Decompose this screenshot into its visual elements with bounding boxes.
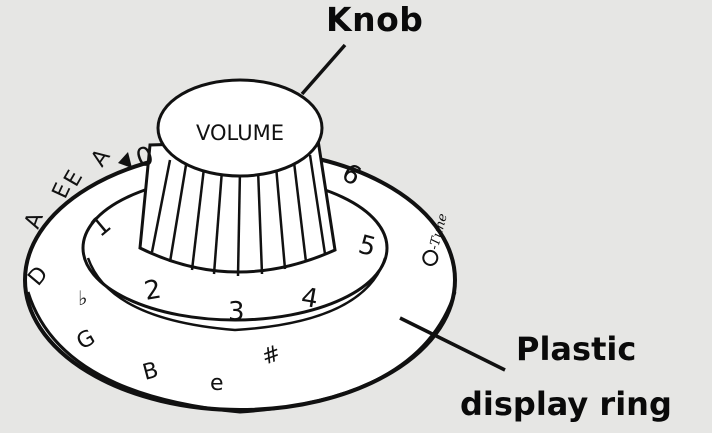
display-ring-edge (26, 291, 457, 414)
note-letter-e-small: e (210, 371, 224, 396)
dial-number-4: 4 (299, 282, 321, 314)
ring-leader-line (399, 316, 506, 372)
pointer-mark (118, 152, 132, 168)
knob-leader-line (300, 43, 347, 96)
knob-ribs (150, 154, 327, 277)
note-letter-b: B (140, 358, 161, 386)
note-letter-a: A (20, 209, 49, 232)
knob-volume-text: VOLUME (196, 121, 284, 145)
knob-callout-label: Knob (326, 0, 424, 39)
knob-top (156, 78, 324, 178)
number-ring-edge (86, 257, 387, 332)
display-ring-callout-line1: Plastic (516, 330, 637, 368)
knob-body (138, 138, 337, 274)
note-letter-a-top: A (86, 145, 115, 172)
display-ring-callout-line2: display ring (460, 385, 672, 423)
dial-number-5: 5 (355, 230, 379, 263)
flat-symbol: ♭ (78, 286, 87, 310)
dial-number-2: 2 (142, 274, 164, 306)
dial-number-3: 3 (228, 297, 245, 327)
